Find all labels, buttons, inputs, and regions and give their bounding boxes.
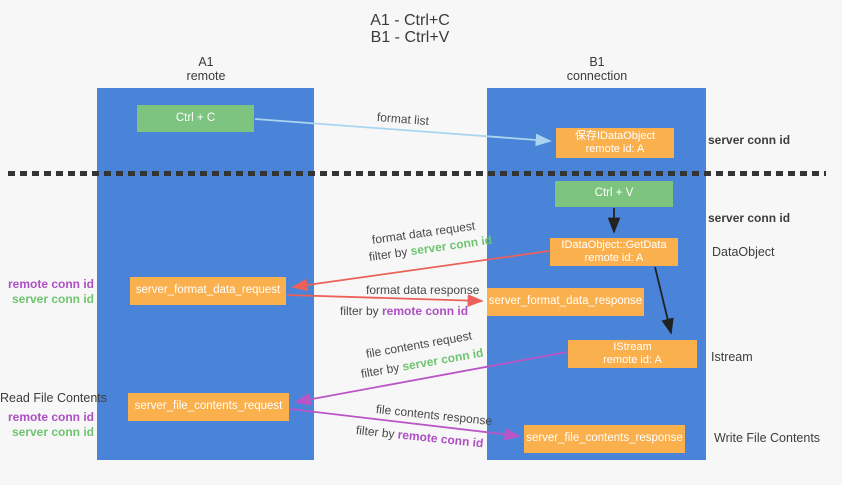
remote-conn-id-text: remote conn id — [382, 304, 469, 318]
server-file-contents-request-label: server_file_contents_request — [134, 400, 283, 413]
file-contents-response-arrow — [289, 408, 521, 441]
lifeline-a1-name: A1 — [198, 55, 214, 69]
server-file-contents-response-box: server_file_contents_response — [524, 425, 685, 453]
title-line-2: B1 - Ctrl+V — [370, 29, 450, 46]
format-data-request-arrow — [291, 250, 550, 292]
ctrl-c-label: Ctrl + C — [175, 111, 216, 124]
filter-by-text: filter by — [340, 304, 383, 318]
istream-annotation: Istream — [711, 350, 753, 364]
ctrl-v-box: Ctrl + V — [555, 181, 673, 207]
server-conn-id-text: server conn id — [11, 425, 94, 439]
lifeline-header-b1: B1 connection — [537, 55, 657, 83]
save-dataobject-line1: 保存IDataObject — [574, 129, 656, 142]
lifeline-b1-name: B1 — [589, 55, 605, 69]
diagram-title: A1 - Ctrl+C B1 - Ctrl+V — [300, 12, 520, 46]
title-line-1: A1 - Ctrl+C — [370, 12, 450, 29]
format-list-arrow — [254, 118, 552, 147]
getdata-to-istream-arrow — [654, 266, 674, 335]
remote-conn-id-text: remote conn id — [7, 277, 94, 291]
format-data-response-arrow — [286, 294, 484, 307]
server-format-data-response-label: server_format_data_response — [488, 295, 643, 308]
server-format-data-request-label: server_format_data_request — [135, 284, 281, 297]
dataobject-annotation: DataObject — [712, 245, 775, 259]
server-file-contents-request-box: server_file_contents_request — [128, 393, 289, 421]
idataobject-getdata-box: IDataObject::GetData remote id: A — [550, 238, 678, 266]
server-file-contents-response-label: server_file_contents_response — [526, 432, 683, 445]
lifeline-a1-role: remote — [186, 69, 226, 83]
file-contents-request-arrow — [294, 351, 568, 406]
istream-line2: remote id: A — [603, 354, 662, 366]
getdata-line2: remote id: A — [584, 252, 644, 264]
lifeline-header-a1: A1 remote — [146, 55, 266, 83]
conn-id-annotation-left-2: remote conn id server conn id — [0, 410, 94, 440]
save-dataobject-box: 保存IDataObject remote id: A — [556, 128, 674, 158]
machine-boundary-dotted-line — [8, 171, 826, 176]
format-data-response-label: format data response — [366, 283, 480, 297]
server-conn-id-annotation-top: server conn id — [708, 133, 791, 147]
conn-id-annotation-left-1: remote conn id server conn id — [0, 277, 94, 307]
server-format-data-response-box: server_format_data_response — [487, 288, 644, 316]
filter-by-remote-conn-id-label-1: filter by remote conn id — [340, 304, 468, 318]
server-format-data-request-box: server_format_data_request — [130, 277, 286, 305]
read-file-contents-annotation: Read File Contents — [0, 391, 108, 405]
getdata-line1: IDataObject::GetData — [561, 238, 667, 251]
server-conn-id-text: server conn id — [11, 292, 94, 306]
save-dataobject-line2: remote id: A — [585, 143, 645, 155]
istream-box: IStream remote id: A — [568, 340, 697, 368]
ctrl-c-box: Ctrl + C — [137, 105, 254, 132]
istream-line1: IStream — [613, 340, 652, 353]
remote-conn-id-text: remote conn id — [7, 410, 94, 424]
server-conn-id-annotation-2: server conn id — [708, 211, 791, 225]
ctrl-v-label: Ctrl + V — [594, 187, 634, 200]
write-file-contents-annotation: Write File Contents — [714, 431, 821, 445]
lifeline-b1-role: connection — [566, 69, 628, 83]
